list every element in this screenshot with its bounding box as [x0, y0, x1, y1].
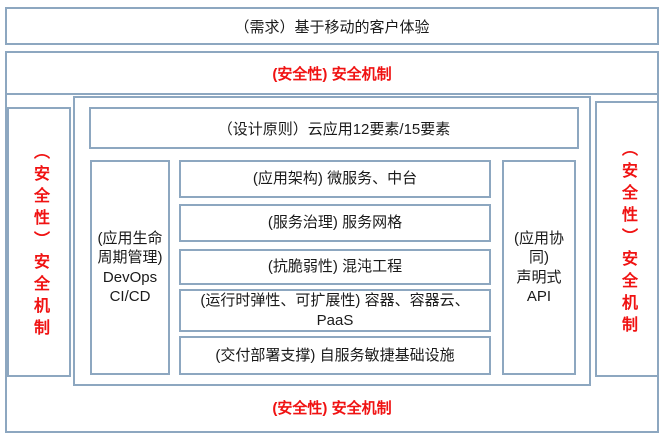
- security-right-box: （安全性）安全机制: [595, 101, 659, 377]
- delivery-support-box: (交付部署支撑) 自服务敏捷基础设施: [179, 336, 491, 375]
- inner-container: （设计原则）云应用12要素/15要素 (应用生命周期管理) DevOps CI/…: [73, 96, 591, 386]
- demand-label: （需求）基于移动的客户体验: [234, 18, 430, 36]
- delivery-support-label: (交付部署支撑) 自服务敏捷基础设施: [215, 346, 455, 364]
- security-bottom-label: (安全性) 安全机制: [272, 399, 392, 417]
- design-principle-box: （设计原则）云应用12要素/15要素: [89, 107, 579, 149]
- collaboration-label-line: API: [526, 287, 552, 305]
- app-architecture-box: (应用架构) 微服务、中台: [179, 160, 491, 198]
- runtime-elasticity-label: (运行时弹性、可扩展性) 容器、容器云、PaaS: [200, 292, 470, 329]
- antifragility-label: (抗脆弱性) 混沌工程: [267, 258, 403, 276]
- service-governance-label: (服务治理) 服务网格: [267, 214, 403, 232]
- app-architecture-label: (应用架构) 微服务、中台: [252, 170, 418, 188]
- demand-box: （需求）基于移动的客户体验: [5, 7, 659, 45]
- security-top-box: (安全性) 安全机制: [5, 51, 659, 95]
- design-principle-label: （设计原则）云应用12要素/15要素: [217, 120, 451, 138]
- security-left-box: （安全性）安全机制: [7, 107, 71, 377]
- runtime-elasticity-box: (运行时弹性、可扩展性) 容器、容器云、PaaS: [179, 289, 491, 332]
- security-right-label: （安全性）安全机制: [619, 140, 636, 338]
- service-governance-box: (服务治理) 服务网格: [179, 204, 491, 242]
- security-bottom-band: (安全性) 安全机制: [5, 392, 659, 422]
- lifecycle-box: (应用生命周期管理) DevOps CI/CD: [90, 160, 170, 375]
- collaboration-label-line: 声明式: [516, 268, 562, 286]
- security-left-label: （安全性）安全机制: [31, 143, 48, 341]
- antifragility-box: (抗脆弱性) 混沌工程: [179, 249, 491, 285]
- lifecycle-label-line: CI/CD: [109, 287, 151, 305]
- collaboration-box: (应用协同) 声明式 API: [502, 160, 576, 375]
- lifecycle-label-line: DevOps: [102, 268, 158, 286]
- lifecycle-label-line: (应用生命周期管理): [97, 230, 163, 267]
- collaboration-label-line: (应用协同): [514, 230, 564, 267]
- security-top-label: (安全性) 安全机制: [272, 65, 392, 83]
